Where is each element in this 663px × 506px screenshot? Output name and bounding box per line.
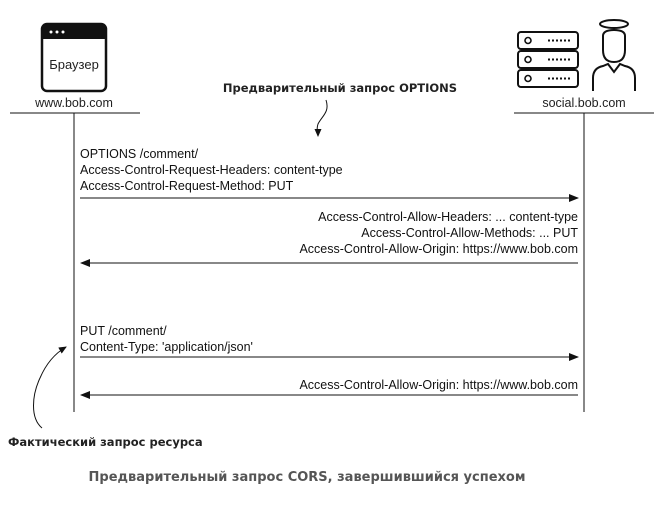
message-line: OPTIONS /comment/ [80,147,199,161]
message-line: Content-Type: 'application/json' [80,340,253,354]
client-host-label: www.bob.com [34,96,113,110]
message-line: PUT /comment/ [80,324,167,338]
figure-caption: Предварительный запрос CORS, завершивший… [89,470,526,485]
actual-request-annotation: Фактический запрос ресурса [8,435,203,449]
server-rack-icon [517,31,579,88]
browser-window-icon: Браузер [40,22,108,93]
message-line: Access-Control-Allow-Origin: https://www… [299,378,578,392]
message-line: Access-Control-Allow-Headers: ... conten… [318,210,578,224]
message-put-request: PUT /comment/ Content-Type: 'application… [80,324,579,361]
message-line: Access-Control-Allow-Methods: ... PUT [361,226,578,240]
actual-annotation-pointer [33,346,67,429]
message-line: Access-Control-Request-Method: PUT [80,179,294,193]
message-preflight-response: Access-Control-Allow-Headers: ... conten… [80,210,578,267]
message-line: Access-Control-Allow-Origin: https://www… [299,242,578,256]
server-host-label: social.bob.com [542,96,625,110]
message-line: Access-Control-Request-Headers: content-… [80,163,343,177]
preflight-annotation-pointer [314,99,328,137]
browser-icon-title: Браузер [49,57,99,72]
person-icon [592,19,636,91]
preflight-annotation: Предварительный запрос OPTIONS [223,81,457,95]
message-options-request: OPTIONS /comment/ Access-Control-Request… [80,147,579,202]
message-put-response: Access-Control-Allow-Origin: https://www… [80,378,578,399]
